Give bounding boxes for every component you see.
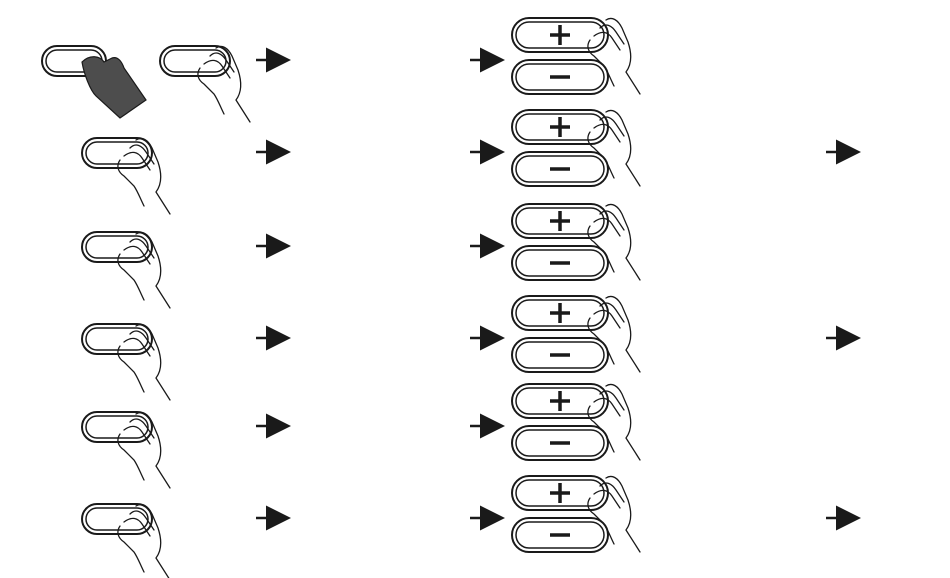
rounded-button-icon	[82, 412, 152, 442]
rounded-button-icon	[82, 504, 152, 534]
rounded-button-icon	[82, 232, 152, 262]
minus-button[interactable]	[512, 60, 608, 94]
step-row	[82, 296, 856, 400]
plus-button[interactable]	[512, 476, 608, 510]
minus-button[interactable]	[512, 246, 608, 280]
pressing-hand-dark-icon	[82, 57, 146, 118]
step-row	[42, 18, 640, 122]
step-row	[82, 110, 856, 214]
plus-button[interactable]	[512, 110, 608, 144]
minus-button[interactable]	[512, 426, 608, 460]
step-row	[82, 204, 640, 308]
plus-button[interactable]	[512, 384, 608, 418]
rounded-button-icon	[82, 324, 152, 354]
rounded-button-icon	[82, 138, 152, 168]
rounded-button-icon	[160, 46, 230, 76]
plus-button[interactable]	[512, 296, 608, 330]
plus-button[interactable]	[512, 204, 608, 238]
plus-button[interactable]	[512, 18, 608, 52]
step-row	[82, 476, 856, 578]
step-row	[82, 384, 640, 488]
minus-button[interactable]	[512, 338, 608, 372]
minus-button[interactable]	[512, 518, 608, 552]
minus-button[interactable]	[512, 152, 608, 186]
